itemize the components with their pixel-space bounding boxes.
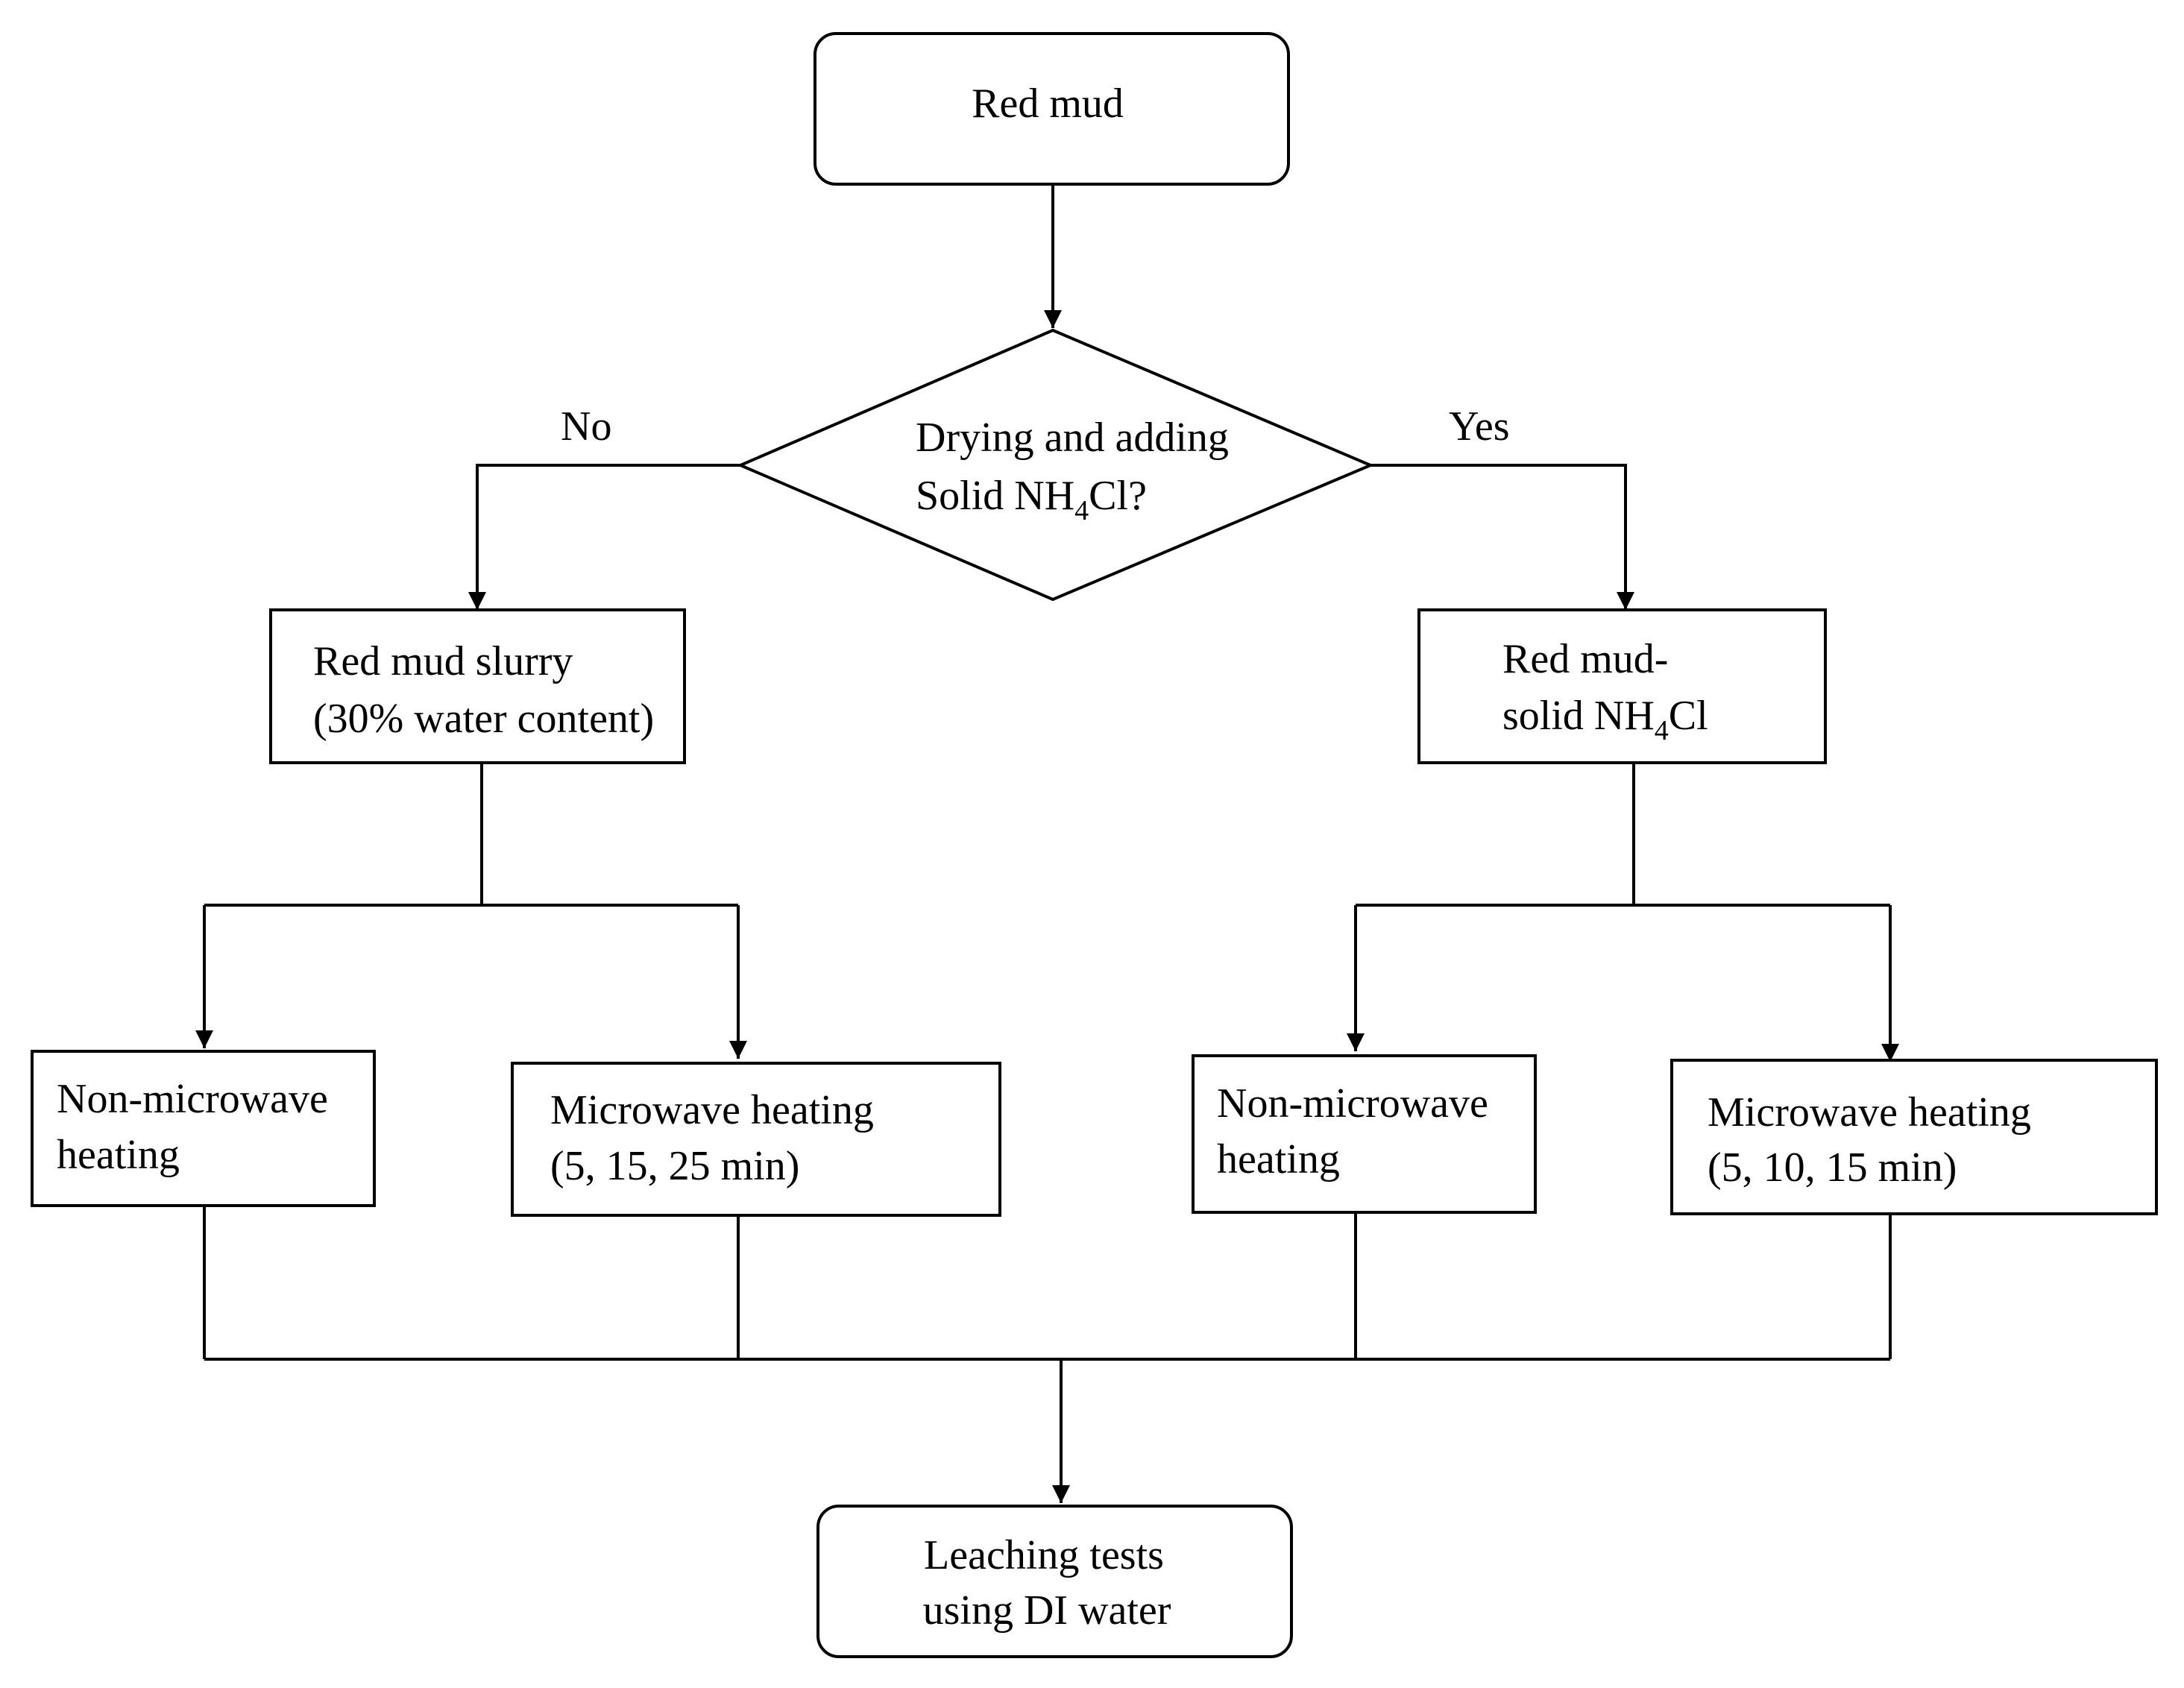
node-left-microwave-heating: Microwave heating (5, 15, 25 min) (511, 1062, 1001, 1217)
node-red-mud: Red mud (814, 32, 1290, 186)
end-label-line2: using DI water (923, 1587, 1171, 1634)
slurry-label-line2: (30% water content) (313, 696, 654, 742)
branch-label-yes: Yes (1449, 403, 1509, 450)
decision-label-line2: Solid NH4Cl? (916, 473, 1147, 526)
node-left-non-microwave-heating: Non-microwave heating (31, 1050, 376, 1207)
left-mw-label-line1: Microwave heating (550, 1087, 874, 1133)
decision-drying-nh4cl: Drying and adding Solid NH4Cl? (736, 328, 1375, 602)
right-mw-label-line2: (5, 10, 15 min) (1708, 1144, 1957, 1191)
node-red-mud-solid-nh4cl: Red mud- solid NH4Cl (1417, 608, 1827, 764)
slurry-label-line1: Red mud slurry (313, 638, 573, 684)
node-leaching-tests: Leaching tests using DI water (816, 1505, 1293, 1658)
right-nonmw-label-line1: Non-microwave (1217, 1080, 1488, 1127)
right-mw-label-line1: Microwave heating (1708, 1089, 2031, 1136)
node-red-mud-slurry: Red mud slurry (30% water content) (269, 608, 686, 764)
connectors (195, 185, 1899, 1503)
left-nonmw-label-line2: heating (57, 1132, 180, 1178)
branch-label-no: No (561, 403, 611, 450)
arrow-yes-branch (1370, 464, 1634, 610)
node-right-microwave-heating: Microwave heating (5, 10, 15 min) (1670, 1059, 2158, 1215)
node-right-non-microwave-heating: Non-microwave heating (1192, 1054, 1537, 1214)
right-nonmw-label-line2: heating (1217, 1136, 1340, 1182)
arrow-no-branch (468, 464, 740, 610)
decision-label-line1: Drying and adding (916, 415, 1229, 461)
end-label-line1: Leaching tests (924, 1532, 1164, 1578)
solid-label-line1: Red mud- (1502, 636, 1668, 682)
node-red-mud-label: Red mud (972, 81, 1124, 127)
left-nonmw-label-line1: Non-microwave (57, 1076, 328, 1122)
solid-label-line2: solid NH4Cl (1502, 693, 1708, 746)
left-mw-label-line2: (5, 15, 25 min) (550, 1143, 799, 1189)
